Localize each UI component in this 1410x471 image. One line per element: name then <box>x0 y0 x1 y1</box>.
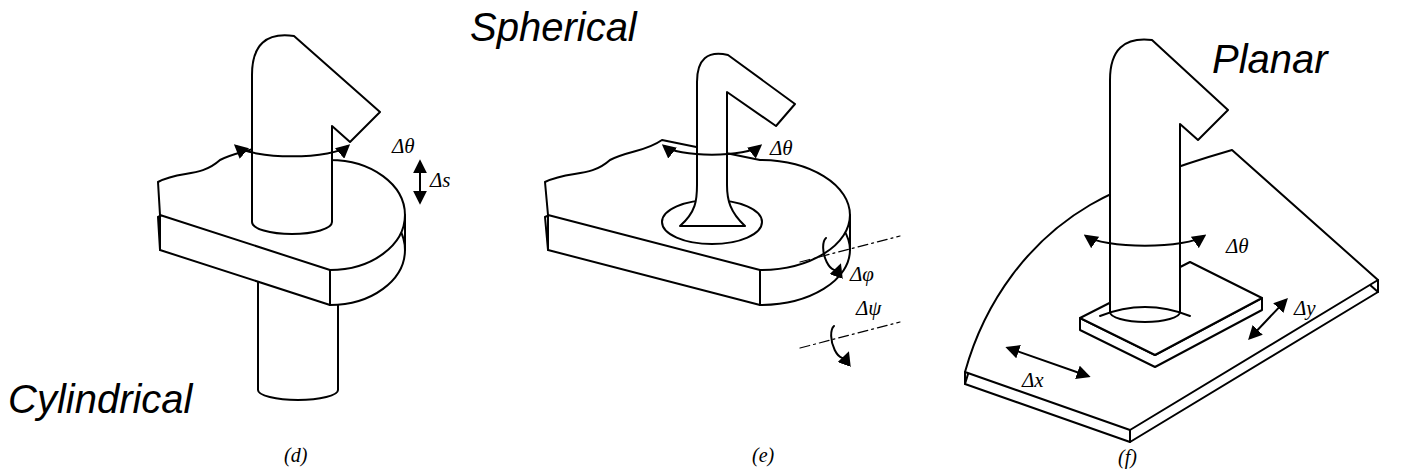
rotation-arrow <box>664 146 760 155</box>
motion-label: Δθ <box>1226 234 1249 258</box>
axis-line <box>800 236 900 262</box>
motion-label: Δθ <box>392 134 415 158</box>
bent-rod <box>252 35 380 234</box>
translation-arrow <box>1250 300 1286 338</box>
joint-type-label: Planar <box>1212 36 1328 82</box>
translation-arrow <box>419 162 421 202</box>
bent-rod <box>680 54 795 226</box>
motion-label: Δx <box>1022 368 1044 392</box>
bent-rod <box>1110 40 1228 323</box>
motion-label: Δy <box>1294 296 1316 320</box>
joint-type-label: Spherical <box>470 4 637 50</box>
rod-base <box>1100 307 1190 316</box>
spherical-joint <box>545 54 900 358</box>
motion-label: Δs <box>430 168 451 192</box>
joint-type-label: Cylindrical <box>8 376 193 422</box>
motion-label: Δψ <box>856 296 881 320</box>
rotation-arrow <box>823 238 840 270</box>
planar-joint <box>965 40 1378 443</box>
rotation-arrow <box>831 326 848 358</box>
cylindrical-joint <box>158 35 420 400</box>
motion-label: Δφ <box>850 262 874 286</box>
motion-label: Δθ <box>770 136 793 160</box>
axis-line <box>800 322 900 348</box>
translation-arrow <box>1008 348 1088 376</box>
rotation-arrow <box>236 146 348 156</box>
figure-caption: (d) <box>284 444 307 467</box>
figure-caption: (f) <box>1118 446 1137 469</box>
rotation-arrow <box>1086 236 1204 246</box>
figure-caption: (e) <box>752 444 774 467</box>
